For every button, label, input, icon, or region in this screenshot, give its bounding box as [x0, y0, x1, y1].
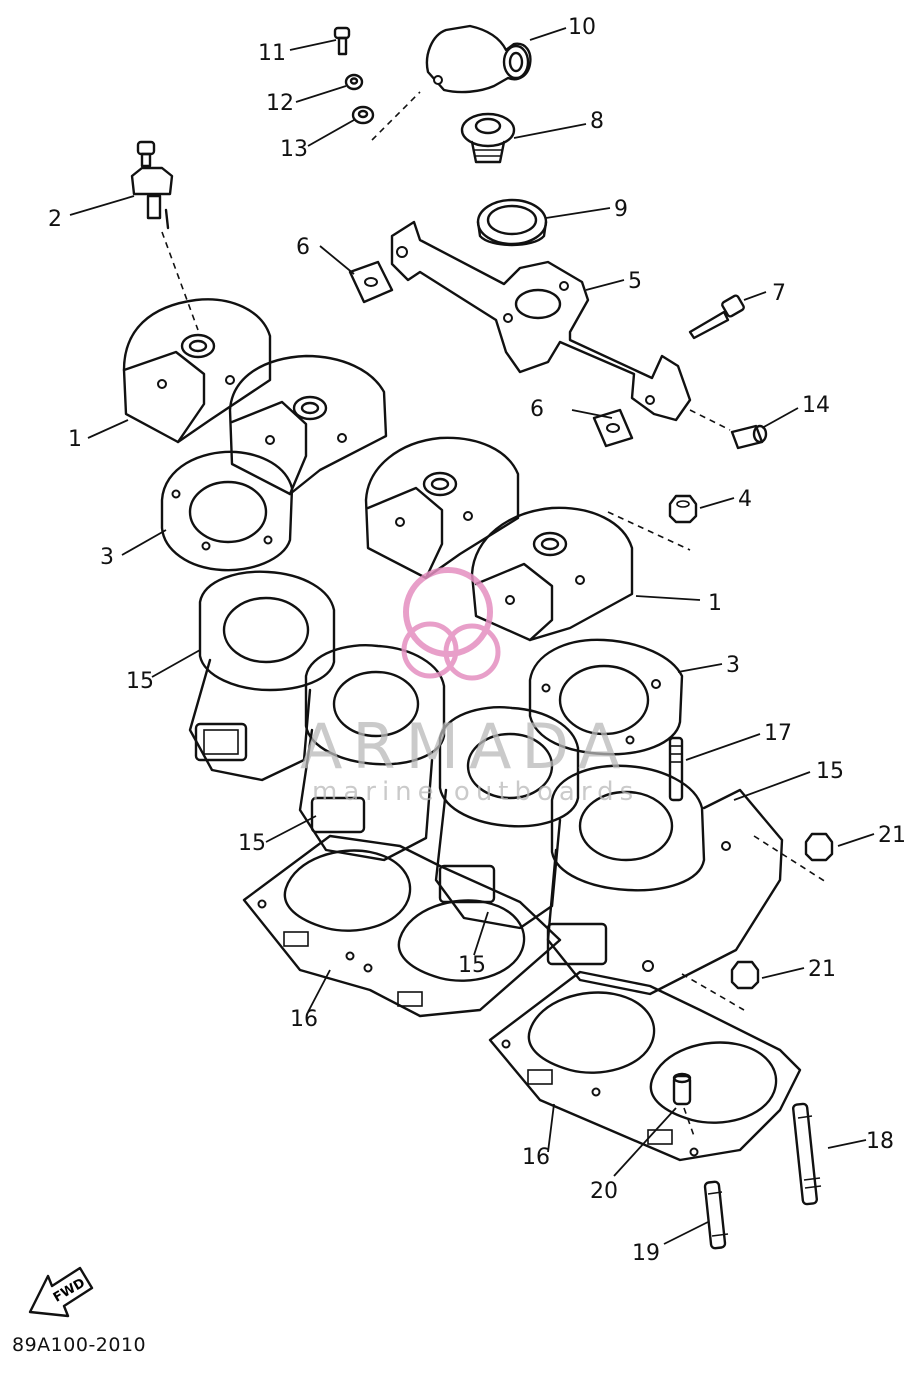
callout-6: 6 — [530, 397, 544, 422]
part-3-head-gasket-2 — [528, 638, 684, 756]
part-15-cylinder-4 — [546, 764, 784, 996]
part-12-nut — [344, 73, 364, 91]
callout-21: 21 — [808, 957, 836, 982]
callout-12: 12 — [266, 91, 294, 116]
callout-15: 15 — [458, 953, 486, 978]
part-16-base-gasket-1 — [242, 834, 562, 1018]
callout-17: 17 — [764, 721, 792, 746]
part-3-head-gasket-1 — [160, 450, 294, 572]
part-13-washer — [351, 105, 375, 125]
part-1-cylinder-head-3 — [364, 436, 520, 580]
leader-lines — [69, 27, 875, 1245]
callout-5: 5 — [628, 269, 642, 294]
part-6-gasket-lower — [592, 408, 634, 448]
part-2-temperature-sensor — [130, 140, 174, 230]
callout-19: 19 — [632, 1241, 660, 1266]
part-6-gasket-upper — [348, 260, 394, 304]
callout-11: 11 — [258, 41, 286, 66]
callout-labels: 1 1 2 3 3 4 5 6 6 7 8 9 10 11 12 13 14 1… — [48, 15, 906, 1266]
part-11-bolt — [333, 26, 351, 56]
callout-21: 21 — [878, 823, 906, 848]
callout-1: 1 — [708, 591, 722, 616]
part-18-stud — [792, 1102, 822, 1206]
watermark-logo — [401, 567, 501, 681]
part-9-gasket-ring — [476, 198, 548, 247]
part-1-cylinder-head-2 — [228, 354, 388, 496]
callout-15: 15 — [238, 831, 266, 856]
callout-15: 15 — [816, 759, 844, 784]
forward-arrow-icon: FWD — [28, 1266, 94, 1318]
callout-4: 4 — [738, 487, 752, 512]
part-10-thermostat-cover — [425, 24, 532, 94]
callout-13: 13 — [280, 137, 308, 162]
part-1-cylinder-head-4 — [470, 506, 634, 642]
callout-14: 14 — [802, 393, 830, 418]
callout-15: 15 — [126, 669, 154, 694]
callout-9: 9 — [614, 197, 628, 222]
part-7-bolt — [688, 294, 745, 340]
callout-18: 18 — [866, 1129, 894, 1154]
watermark-brand: ARMADA — [300, 710, 630, 783]
callout-6: 6 — [296, 235, 310, 260]
callout-10: 10 — [568, 15, 596, 40]
part-17-stud — [668, 736, 684, 802]
part-15-cylinder-1 — [188, 570, 336, 782]
part-19-stud — [703, 1180, 729, 1250]
part-21-nut-lower — [730, 960, 760, 990]
callout-3: 3 — [100, 545, 114, 570]
part-1-cylinder-head-1 — [122, 298, 272, 444]
callout-1: 1 — [68, 427, 82, 452]
callout-7: 7 — [772, 281, 786, 306]
part-20-dowel-pin — [672, 1072, 692, 1106]
drawing-number: 89A100-2010 — [12, 1334, 147, 1356]
callout-3: 3 — [726, 653, 740, 678]
part-5-water-manifold — [390, 220, 692, 422]
watermark-tagline: marine outboards — [312, 777, 639, 807]
part-4-nut — [668, 494, 698, 524]
part-21-nut-upper — [804, 832, 834, 862]
callout-2: 2 — [48, 207, 62, 232]
callout-16: 16 — [290, 1007, 318, 1032]
part-8-thermostat — [460, 112, 516, 164]
callout-16: 16 — [522, 1145, 550, 1170]
part-14-fitting — [730, 424, 768, 450]
part-15-cylinder-2 — [298, 644, 446, 862]
callout-8: 8 — [590, 109, 604, 134]
part-16-base-gasket-2 — [488, 970, 802, 1162]
callout-20: 20 — [590, 1179, 618, 1204]
